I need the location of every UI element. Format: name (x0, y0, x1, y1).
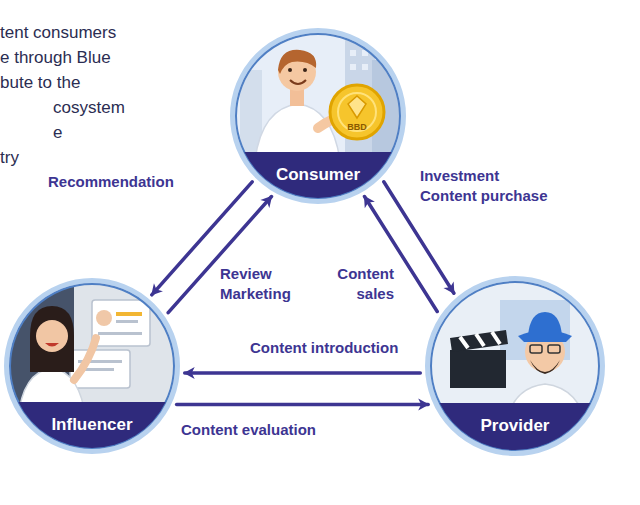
cropped-text-line: e (53, 123, 62, 143)
influencer-illustration (4, 278, 184, 458)
provider-illustration (425, 276, 605, 456)
node-label-box: Influencer (4, 402, 180, 448)
cropped-text-line: try (0, 148, 19, 168)
cropped-text-line: bute to the (0, 73, 80, 93)
node-label-box: Provider (425, 403, 605, 450)
inner-ring (431, 282, 599, 450)
node-label-box: Consumer (230, 152, 406, 198)
edge-label: Content sales (324, 264, 394, 304)
cropped-text-line: tent consumers (0, 23, 116, 43)
flow-arrow (177, 403, 429, 407)
outer-ring (7, 281, 178, 452)
label-band (440, 403, 591, 450)
role-circle: Provider (425, 276, 605, 456)
edge-label: Content introduction (250, 338, 420, 358)
coin-text: BBD (347, 122, 367, 132)
edge-label: Recommendation (48, 172, 198, 192)
label-band (244, 152, 391, 198)
node-label: Consumer (276, 165, 360, 185)
node-label: Influencer (51, 415, 132, 435)
role-circle: Influencer (4, 278, 180, 454)
inner-ring (236, 34, 400, 198)
flow-arrow (185, 371, 421, 375)
outer-ring (428, 279, 603, 454)
edge-label: Review Marketing (220, 264, 300, 304)
label-band (18, 402, 165, 448)
cropped-text-line: cosystem (53, 98, 125, 118)
role-circle: Consumer (230, 28, 406, 204)
edge-label: Investment Content purchase (420, 166, 554, 206)
edge-label: Content evaluation (181, 420, 341, 440)
cropped-text-line: e through Blue (0, 48, 111, 68)
outer-ring (233, 31, 404, 202)
node-label: Provider (481, 416, 550, 436)
inner-ring (10, 284, 174, 448)
